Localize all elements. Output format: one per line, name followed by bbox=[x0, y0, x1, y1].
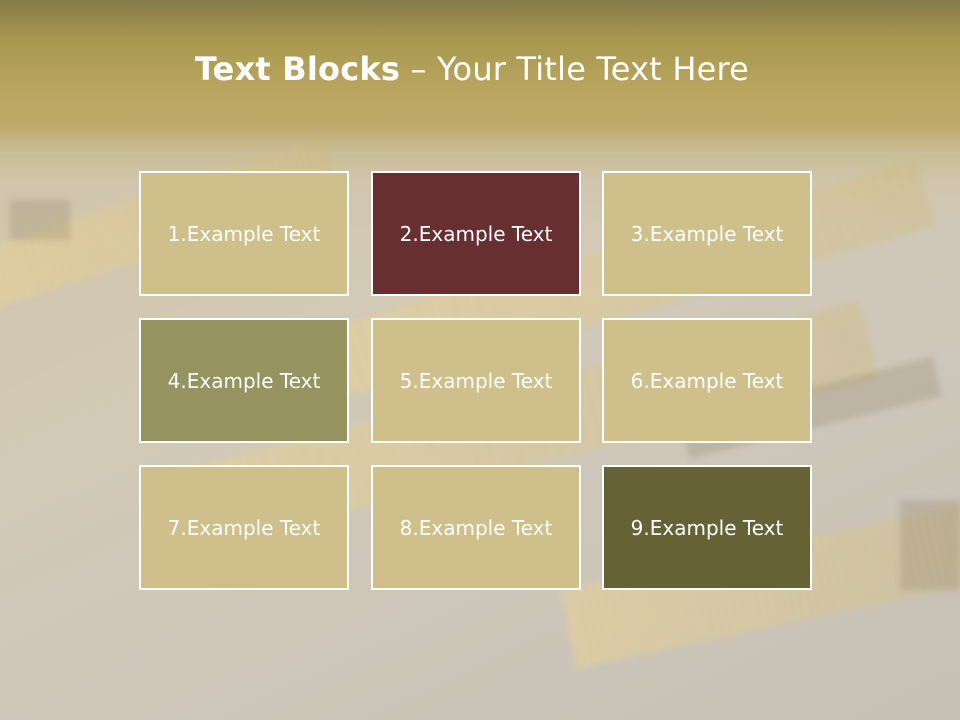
background-wood-shadow bbox=[900, 500, 960, 590]
text-block-5[interactable]: 5.Example Text bbox=[371, 318, 581, 443]
text-block-8[interactable]: 8.Example Text bbox=[371, 465, 581, 590]
page-title: Text Blocks – Your Title Text Here bbox=[0, 50, 944, 88]
background-wood-shadow bbox=[10, 200, 70, 240]
title-bold-text: Text Blocks bbox=[194, 50, 401, 88]
text-block-9[interactable]: 9.Example Text bbox=[602, 465, 812, 590]
text-block-7[interactable]: 7.Example Text bbox=[139, 465, 349, 590]
text-block-2[interactable]: 2.Example Text bbox=[371, 171, 581, 296]
text-block-4[interactable]: 4.Example Text bbox=[139, 318, 349, 443]
title-rest-text: – Your Title Text Here bbox=[400, 50, 750, 88]
text-block-6[interactable]: 6.Example Text bbox=[602, 318, 812, 443]
text-block-1[interactable]: 1.Example Text bbox=[139, 171, 349, 296]
text-block-3[interactable]: 3.Example Text bbox=[602, 171, 812, 296]
